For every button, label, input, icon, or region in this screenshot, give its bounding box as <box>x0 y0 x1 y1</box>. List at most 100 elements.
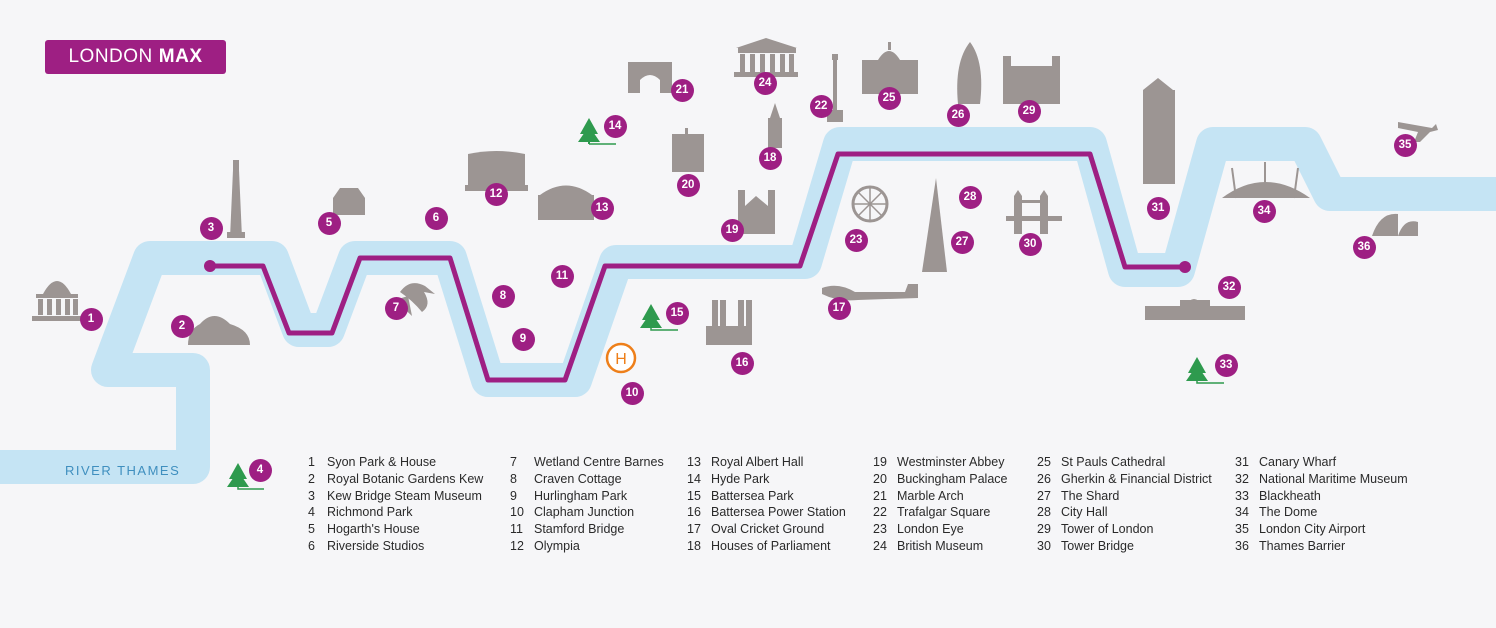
legend-label: Battersea Power Station <box>711 505 846 520</box>
stop-marker-29[interactable]: 29 <box>1017 99 1041 123</box>
legend-label: Westminster Abbey <box>897 455 1005 469</box>
legend-label: Riverside Studios <box>327 538 425 553</box>
legend-label: City Hall <box>1061 505 1108 520</box>
stop-marker-22[interactable]: 22 <box>809 94 833 118</box>
legend-number: 28 <box>1037 505 1051 520</box>
stop-marker-31[interactable]: 31 <box>1146 196 1170 220</box>
stop-marker-2[interactable]: 2 <box>170 314 194 338</box>
legend-number: 21 <box>873 488 887 503</box>
stop-marker-36[interactable]: 36 <box>1352 235 1376 259</box>
stop-marker-20[interactable]: 20 <box>676 173 700 197</box>
stop-marker-23[interactable]: 23 <box>844 228 868 252</box>
legend-item: 28 City Hall <box>1037 504 1212 521</box>
stop-marker-25[interactable]: 25 <box>877 86 901 110</box>
legend-label: Clapham Junction <box>534 505 635 520</box>
legend-number: 33 <box>1235 488 1249 503</box>
legend-item: 5 Hogarth's House <box>308 521 483 538</box>
legend-number: 23 <box>873 522 887 537</box>
route-line <box>210 151 1185 383</box>
legend-label: London Eye <box>897 522 964 537</box>
legend-label: Blackheath <box>1259 488 1321 503</box>
legend-label: Oval Cricket Ground <box>711 522 825 537</box>
legend-label: Buckingham Palace <box>897 471 1008 486</box>
stop-marker-32[interactable]: 32 <box>1217 275 1241 299</box>
legend-label: Craven Cottage <box>534 471 622 486</box>
stop-marker-15[interactable]: 15 <box>665 301 689 325</box>
canary-wharf-landmark-icon <box>1143 78 1175 184</box>
legend-label: Canary Wharf <box>1259 455 1337 469</box>
stop-marker-11[interactable]: 11 <box>550 264 574 288</box>
battersea-power-station-landmark-icon <box>706 300 752 345</box>
legend-label: Royal Botanic Gardens Kew <box>327 471 484 486</box>
stop-marker-28[interactable]: 28 <box>958 185 982 209</box>
tower-of-london-landmark-icon <box>1003 56 1060 104</box>
tower-bridge-landmark-icon <box>1006 190 1062 234</box>
stop-marker-16[interactable]: 16 <box>730 351 754 375</box>
kew-palm-house-landmark-icon <box>188 316 250 345</box>
stop-marker-10[interactable]: 10 <box>620 381 644 405</box>
legend-item: 23 London Eye <box>873 521 1007 538</box>
legend-label: Syon Park & House <box>327 455 437 469</box>
stop-marker-8[interactable]: 8 <box>491 284 515 308</box>
stop-marker-4[interactable]: 4 <box>248 458 272 482</box>
legend-number: 35 <box>1235 522 1249 537</box>
stop-marker-26[interactable]: 26 <box>946 103 970 127</box>
stop-marker-27[interactable]: 27 <box>950 230 974 254</box>
stop-marker-9[interactable]: 9 <box>511 327 535 351</box>
thames-barrier-landmark-icon <box>1372 213 1418 236</box>
legend-number: 30 <box>1037 538 1051 553</box>
legend-number: 12 <box>510 538 524 553</box>
legend-label: The Shard <box>1061 488 1120 503</box>
stop-marker-5[interactable]: 5 <box>317 211 341 235</box>
stop-marker-6[interactable]: 6 <box>424 206 448 230</box>
stop-marker-30[interactable]: 30 <box>1018 232 1042 256</box>
hogarths-house-landmark-icon <box>333 188 365 215</box>
stop-marker-35[interactable]: 35 <box>1393 133 1417 157</box>
the-shard-landmark-icon <box>922 178 947 272</box>
stop-marker-3[interactable]: 3 <box>199 216 223 240</box>
legend-item: 32 National Maritime Museum <box>1235 471 1408 488</box>
stop-marker-34[interactable]: 34 <box>1252 199 1276 223</box>
buckingham-palace-landmark-icon <box>672 128 704 172</box>
stop-marker-13[interactable]: 13 <box>590 196 614 220</box>
stop-marker-24[interactable]: 24 <box>753 71 777 95</box>
legend-label: St Pauls Cathedral <box>1061 455 1166 469</box>
stop-marker-17[interactable]: 17 <box>827 296 851 320</box>
heliport-icon: H <box>605 342 637 374</box>
park-tree-icon <box>1186 357 1224 384</box>
stop-marker-19[interactable]: 19 <box>720 218 744 242</box>
legend-label: Hogarth's House <box>327 522 420 537</box>
legend-number: 27 <box>1037 488 1051 503</box>
legend-label: Richmond Park <box>327 505 413 520</box>
legend-item: 16 Battersea Power Station <box>687 504 846 521</box>
legend-label: National Maritime Museum <box>1259 471 1408 486</box>
gherkin-landmark-icon <box>957 42 982 104</box>
stop-marker-12[interactable]: 12 <box>484 182 508 206</box>
stop-marker-18[interactable]: 18 <box>758 146 782 170</box>
stop-marker-7[interactable]: 7 <box>384 296 408 320</box>
stop-marker-21[interactable]: 21 <box>670 78 694 102</box>
legend-number: 16 <box>687 505 701 520</box>
london-eye-landmark-icon <box>851 185 889 223</box>
legend-number: 5 <box>308 522 315 537</box>
legend-number: 32 <box>1235 471 1249 486</box>
legend-label: Tower of London <box>1061 522 1154 537</box>
westminster-abbey-landmark-icon <box>738 190 775 234</box>
stop-marker-1[interactable]: 1 <box>79 307 103 331</box>
stop-marker-33[interactable]: 33 <box>1214 353 1238 377</box>
stop-marker-14[interactable]: 14 <box>603 114 627 138</box>
